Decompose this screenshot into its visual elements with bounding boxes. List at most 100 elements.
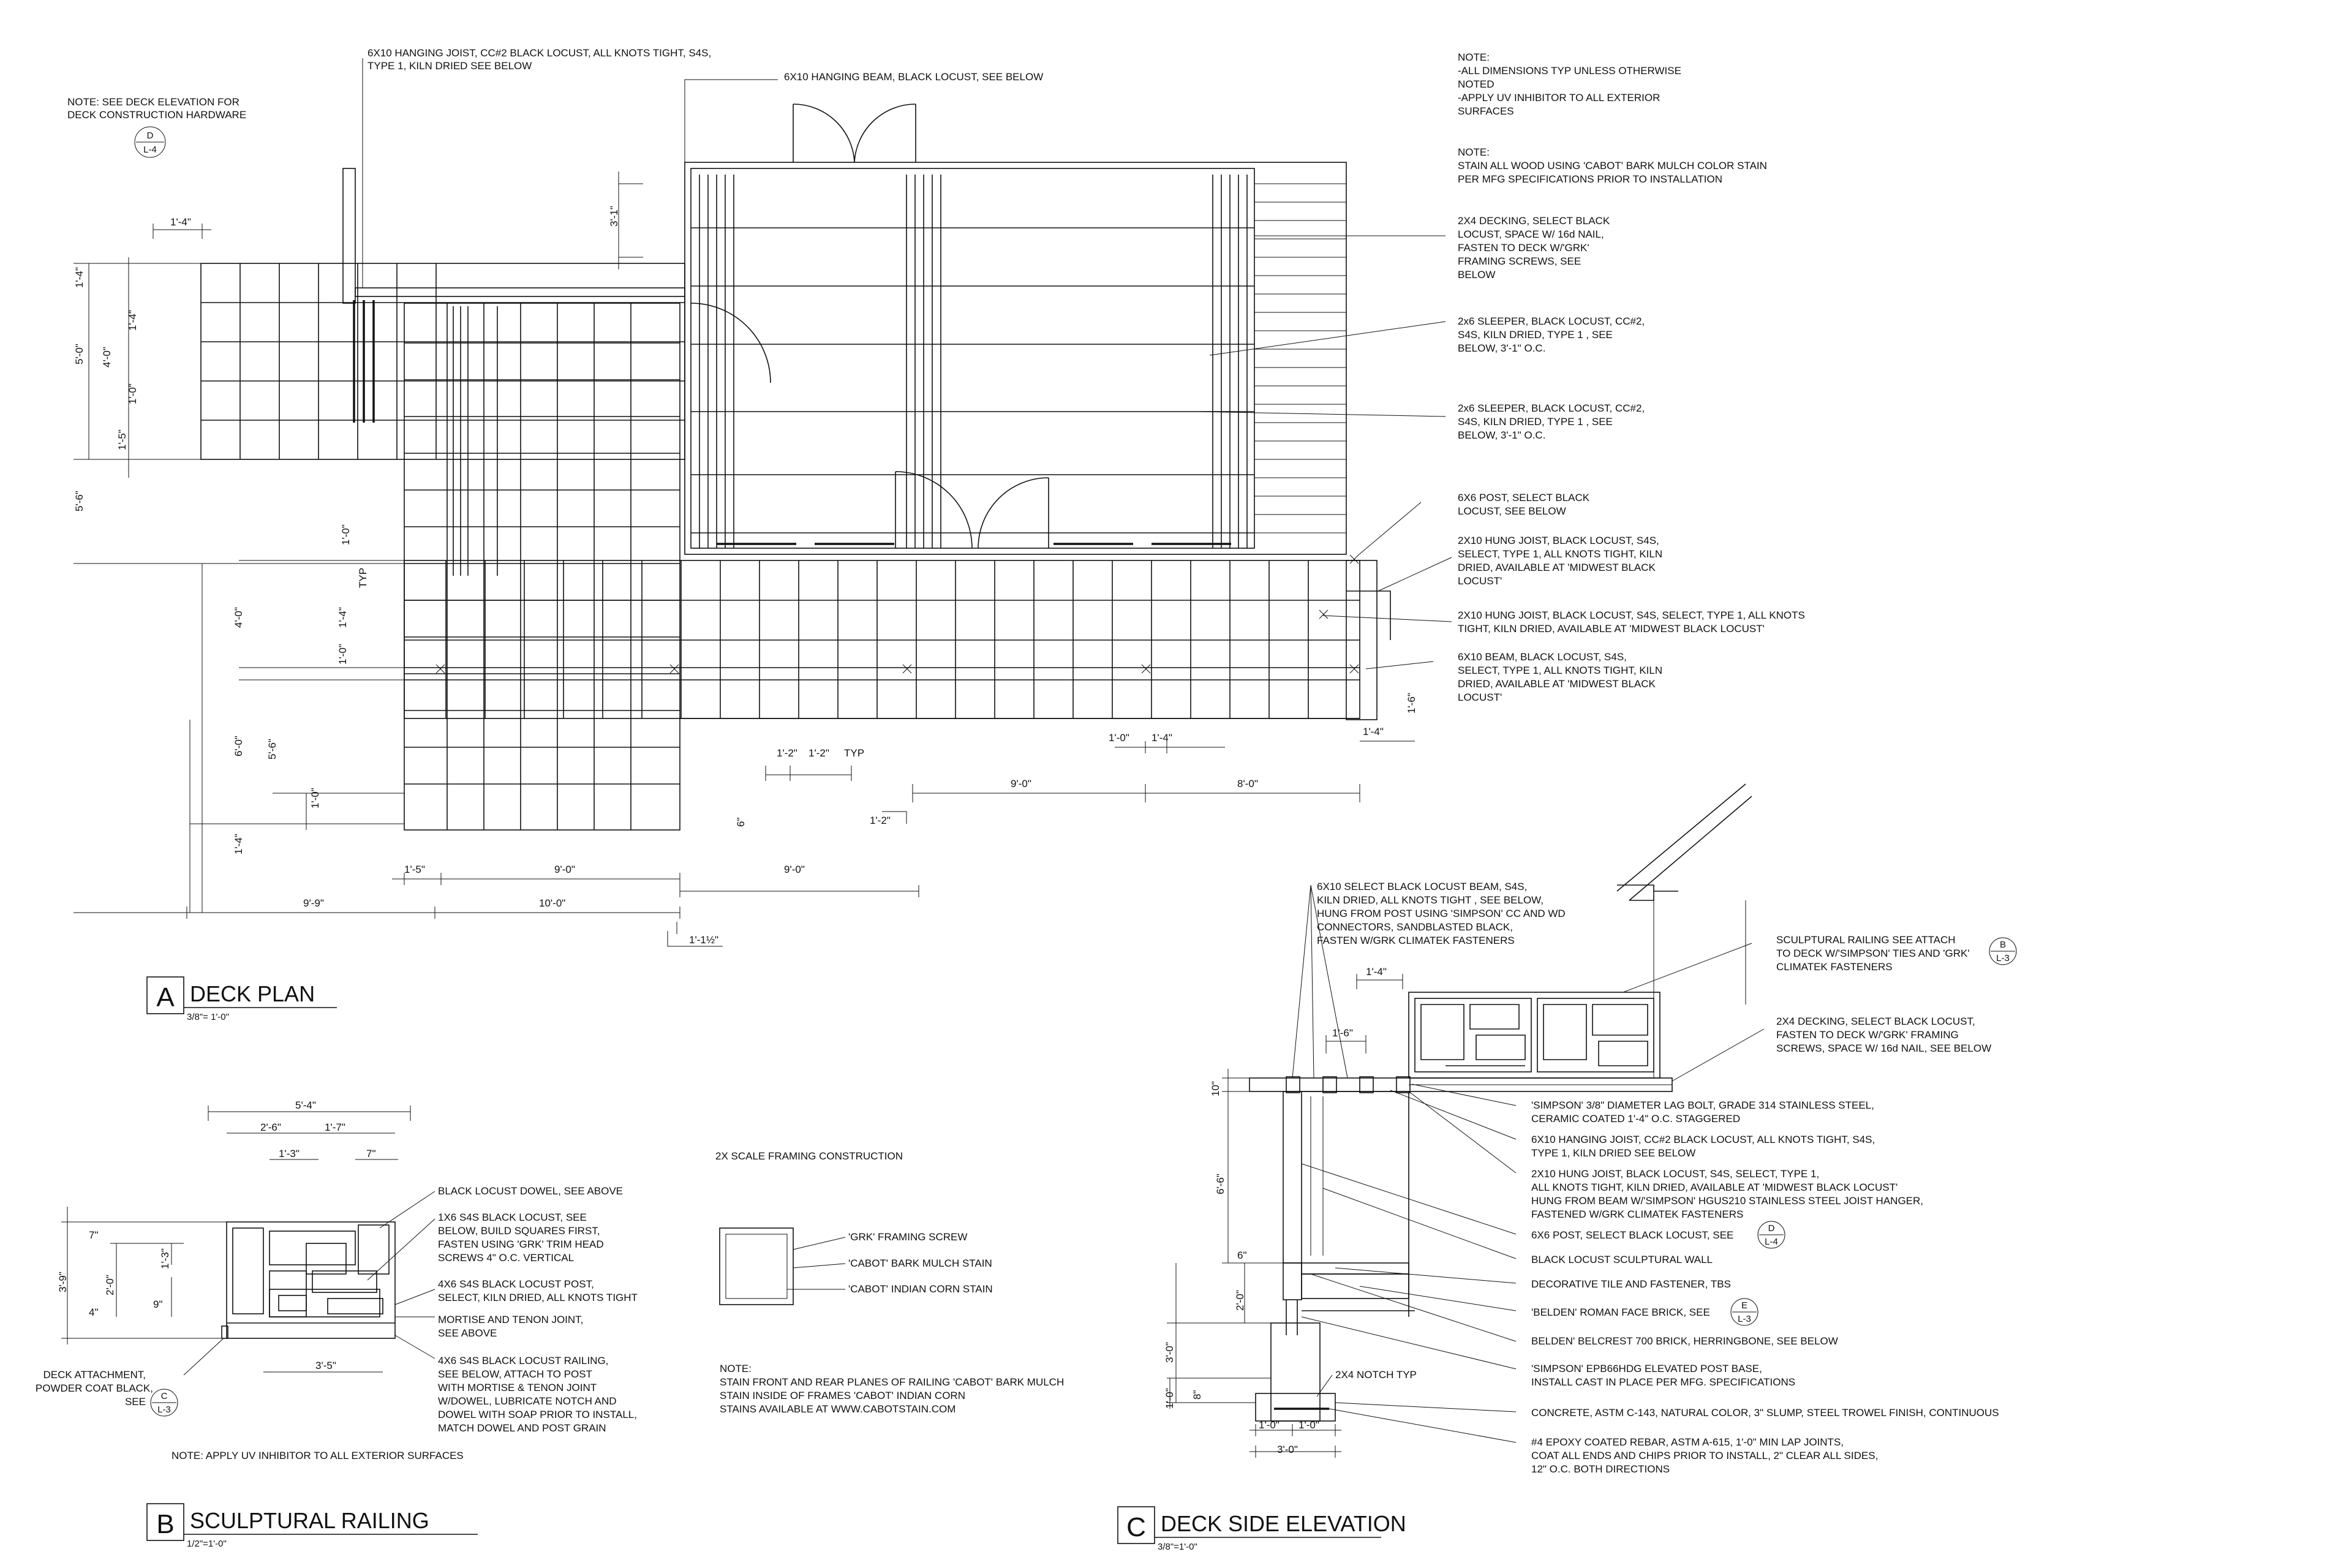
dim-label: 1'-4" bbox=[74, 267, 85, 288]
label-line: S4S, KILN DRIED, TYPE 1 , SEE bbox=[1458, 416, 1613, 428]
label-line: 6X6 POST, SELECT BLACK LOCUST, SEE bbox=[1531, 1229, 1733, 1241]
dim-label: 3'-0" bbox=[1164, 1342, 1175, 1363]
plan-title-block: A DECK PLAN 3/8"= 1'-0" bbox=[146, 976, 337, 1022]
elevation-dimension-lines bbox=[1167, 974, 1403, 1458]
title-letter: A bbox=[156, 982, 175, 1012]
interior-doors bbox=[690, 303, 1049, 549]
label-line: HUNG FROM POST USING 'SIMPSON' CC AND WD bbox=[1317, 908, 1566, 919]
railing-drawing: 5'-4" 2'-6" 1'-7" 1'-3" 7" 3'-9" 7" 2'-0… bbox=[36, 1099, 638, 1549]
railing-title: SCULPTURAL RAILING bbox=[190, 1508, 429, 1533]
label-line: 2X4 DECKING, SELECT BLACK LOCUST, bbox=[1776, 1016, 1975, 1027]
label-line: WITH MORTISE & TENON JOINT bbox=[438, 1382, 597, 1393]
legend-note: NOTE: bbox=[720, 1363, 752, 1374]
ref-bubble-sheet: L-4 bbox=[1765, 1237, 1778, 1247]
dim-label: 1'-4" bbox=[1363, 726, 1384, 737]
label-line: TYPE 1, KILN DRIED SEE BELOW bbox=[368, 60, 532, 72]
label-line: LOCUST' bbox=[1458, 575, 1502, 587]
label-line: LOCUST, SEE BELOW bbox=[1458, 505, 1566, 517]
dim-label: 4'-0" bbox=[233, 607, 244, 628]
label-line: HUNG FROM BEAM W/'SIMPSON' HGUS210 STAIN… bbox=[1531, 1195, 1923, 1207]
note-line: PER MFG SPECIFICATIONS PRIOR TO INSTALLA… bbox=[1458, 173, 1722, 185]
dim-label: 1'-0" bbox=[1259, 1419, 1280, 1431]
dim-label: 10" bbox=[1210, 1081, 1221, 1096]
dim-label: 10'-0" bbox=[539, 897, 565, 909]
ref-bubble-letter: D bbox=[1768, 1223, 1775, 1234]
label-line: 6X6 POST, SELECT BLACK bbox=[1458, 492, 1590, 503]
dim-label: TYP bbox=[844, 747, 864, 759]
label-line: DRIED, AVAILABLE AT 'MIDWEST BLACK bbox=[1458, 562, 1656, 573]
railing-dimension-lines bbox=[61, 1106, 411, 1373]
dim-label: 9'-0" bbox=[1011, 778, 1031, 790]
label-line: SEE ABOVE bbox=[438, 1327, 497, 1339]
railing-title-block: B SCULPTURAL RAILING 1/2"=1'-0" bbox=[146, 1503, 478, 1549]
dim-label: 1'-3" bbox=[279, 1148, 300, 1159]
legend-sample bbox=[719, 1227, 794, 1305]
label-line: S4S, KILN DRIED, TYPE 1 , SEE bbox=[1458, 329, 1613, 341]
label-line: FRAMING SCREWS, SEE bbox=[1458, 255, 1581, 267]
ref-bubble-sheet: L-3 bbox=[1996, 953, 2010, 963]
label-line: MATCH DOWEL AND POST GRAIN bbox=[438, 1422, 606, 1434]
label-line: FASTEN USING 'GRK' TRIM HEAD bbox=[438, 1238, 604, 1250]
label-line: SELECT, KILN DRIED, ALL KNOTS TIGHT bbox=[438, 1292, 638, 1303]
wall-line bbox=[1653, 900, 1746, 1078]
dim-label: 1'-2" bbox=[809, 747, 829, 759]
label-line: SCULPTURAL RAILING SEE ATTACH bbox=[1776, 934, 1956, 946]
label-line: 6X10 SELECT BLACK LOCUST BEAM, S4S, bbox=[1317, 881, 1527, 892]
elevation-title: DECK SIDE ELEVATION bbox=[1161, 1511, 1406, 1536]
label-line: KILN DRIED, ALL KNOTS TIGHT , SEE BELOW, bbox=[1317, 894, 1544, 906]
dim-label: 4" bbox=[89, 1306, 99, 1318]
label-line: SEE BELOW, ATTACH TO POST bbox=[438, 1368, 592, 1380]
dim-label: 1'-3" bbox=[159, 1248, 171, 1269]
dim-label: 6" bbox=[735, 818, 747, 827]
dim-label: 1'-5" bbox=[404, 864, 425, 875]
label-line: SCREWS, SPACE W/ 16d NAIL, SEE BELOW bbox=[1776, 1042, 1991, 1054]
label-line: 'SIMPSON' EPB66HDG ELEVATED POST BASE, bbox=[1531, 1363, 1762, 1374]
ref-bubble-sheet: L-4 bbox=[143, 145, 157, 155]
label-line: 4X6 S4S BLACK LOCUST RAILING, bbox=[438, 1355, 608, 1366]
ref-bubble-letter: D bbox=[147, 130, 154, 141]
label-line: INSTALL CAST IN PLACE PER MFG. SPECIFICA… bbox=[1531, 1376, 1795, 1388]
plan-scale: 3/8"= 1'-0" bbox=[187, 1012, 229, 1022]
elevation-drawing: 1'-4" 1'-6" 10" 6'-6" 6" 2'-0" 3'-0" 8" … bbox=[1117, 783, 2017, 1552]
label-line: CLIMATEK FASTENERS bbox=[1776, 961, 1893, 973]
label-line: 'BELDEN' ROMAN FACE BRICK, SEE bbox=[1531, 1306, 1710, 1318]
dim-label: 1'-4" bbox=[337, 607, 349, 628]
label-line: #4 EPOXY COATED REBAR, ASTM A-615, 1'-0"… bbox=[1531, 1436, 1844, 1448]
label-line: TO DECK W/'SIMPSON' TIES AND 'GRK' bbox=[1776, 948, 1970, 959]
ref-bubble-letter: C bbox=[161, 1391, 168, 1401]
label-line: BELDEN' BELCREST 700 BRICK, HERRINGBONE,… bbox=[1531, 1335, 1838, 1347]
dim-label: 1'-1½" bbox=[689, 934, 718, 946]
label-line: 6X10 HANGING JOIST, CC#2 BLACK LOCUST, A… bbox=[1531, 1134, 1875, 1145]
title-letter: B bbox=[156, 1509, 174, 1539]
elevation-deck bbox=[1249, 1076, 1673, 1093]
dim-label: 7" bbox=[89, 1229, 99, 1241]
note-line: -APPLY UV INHIBITOR TO ALL EXTERIOR bbox=[1458, 92, 1660, 104]
framing-legend: 2X SCALE FRAMING CONSTRUCTION 'GRK' FRAM… bbox=[715, 1150, 1064, 1415]
label-line: SEE bbox=[125, 1396, 146, 1408]
label-line: 2X4 DECKING, SELECT BLACK bbox=[1458, 215, 1610, 227]
railing-labels: BLACK LOCUST DOWEL, SEE ABOVE 1X6 S4S BL… bbox=[36, 1185, 638, 1461]
ref-bubble-sheet: L-3 bbox=[157, 1404, 171, 1415]
legend-heading: 2X SCALE FRAMING CONSTRUCTION bbox=[715, 1150, 903, 1162]
legend-item: 'CABOT' INDIAN CORN STAIN bbox=[848, 1283, 993, 1295]
dim-label: 8'-0" bbox=[1237, 778, 1258, 790]
label-line: BELOW, BUILD SQUARES FIRST, bbox=[438, 1225, 600, 1237]
dim-label: 1'-4" bbox=[170, 216, 191, 228]
label-line: COAT ALL ENDS AND CHIPS PRIOR TO INSTALL… bbox=[1531, 1450, 1878, 1461]
plan-leaders bbox=[362, 58, 1452, 669]
dim-label: 9'-9" bbox=[303, 897, 324, 909]
dim-label: 1'-0" bbox=[127, 383, 138, 404]
label-line: BELOW, 3'-1" O.C. bbox=[1458, 342, 1545, 354]
label-line: 2X10 HUNG JOIST, BLACK LOCUST, S4S, SELE… bbox=[1531, 1168, 1819, 1180]
dim-label: 1'-0" bbox=[1164, 1388, 1175, 1409]
dim-label: 5'-6" bbox=[74, 491, 85, 511]
note-line: NOTE: SEE DECK ELEVATION FOR bbox=[67, 96, 239, 108]
label-line: SELECT, TYPE 1, ALL KNOTS TIGHT, KILN bbox=[1458, 665, 1662, 676]
reference-bubble: E L-3 bbox=[1730, 1298, 1758, 1326]
dim-label: 1'-0" bbox=[309, 788, 321, 809]
note-line: DECK CONSTRUCTION HARDWARE bbox=[67, 109, 246, 121]
label-line: DRIED, AVAILABLE AT 'MIDWEST BLACK bbox=[1458, 678, 1656, 690]
note-line: SURFACES bbox=[1458, 105, 1514, 117]
label-line: 'SIMPSON' 3/8" DIAMETER LAG BOLT, GRADE … bbox=[1531, 1099, 1874, 1111]
